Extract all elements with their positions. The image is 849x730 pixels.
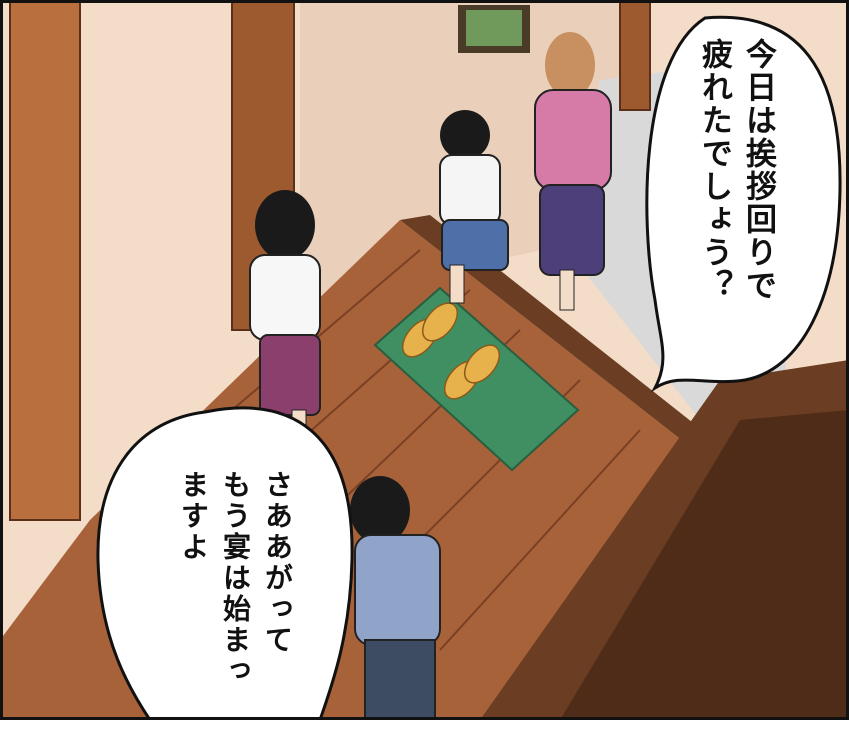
left-pillar (9, 0, 81, 521)
woman-figure (534, 32, 612, 311)
picture-frame-image (466, 10, 522, 46)
left-bubble-text: さああがって もう宴は始まっ ますよ (177, 470, 294, 687)
slippers (401, 302, 501, 400)
right-speech-bubble (645, 15, 842, 393)
right-pillar (619, 0, 651, 111)
boy-figure (439, 110, 509, 304)
man-figure (350, 476, 441, 720)
step-edge (400, 215, 740, 470)
staircase-shadow (560, 410, 849, 720)
right-bubble-text: 今日は挨拶回りで 疲れたでしょう？ (696, 38, 776, 302)
